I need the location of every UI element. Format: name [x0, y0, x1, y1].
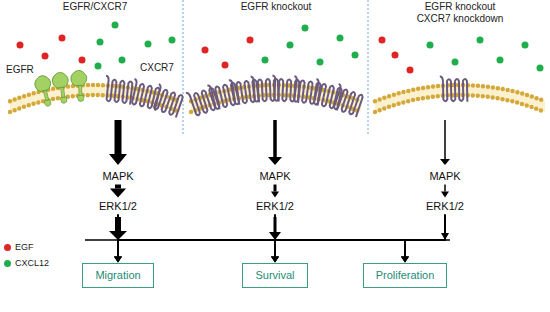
- legend-text: EGF: [15, 242, 34, 252]
- egf-ligand: [17, 35, 414, 74]
- cxcl12-ligand: [287, 42, 294, 49]
- node-text: MAPK: [102, 170, 133, 183]
- node-text: MAPK: [429, 170, 460, 183]
- connector-line: [444, 185, 446, 192]
- cxcl12-ligand: [522, 42, 529, 49]
- cxcl12-ligand: [262, 57, 269, 64]
- connector: [118, 215, 279, 263]
- node-text: ERK1/2: [99, 200, 137, 213]
- egfr-receptor: [51, 71, 71, 104]
- pathway-node: ERK1/2: [95, 198, 141, 215]
- connector: [114, 215, 275, 263]
- cxcr7-receptor: [103, 76, 133, 105]
- legend-item: EGF: [4, 241, 34, 253]
- pathway-node: ERK1/2: [422, 198, 468, 215]
- connector-line: [275, 215, 445, 257]
- cxcr7-receptor: [440, 76, 468, 103]
- panel-title: EGFR/CXCR7: [63, 1, 127, 13]
- egf-ligand: [79, 57, 86, 64]
- cxcl12-ligand: [97, 39, 104, 46]
- pathway-node: MAPK: [425, 168, 464, 185]
- cxcl12-ligand: [537, 65, 544, 72]
- connector-line: [274, 185, 277, 192]
- cxcl12-ligand: [302, 25, 309, 32]
- cxcl12-ligand: [112, 22, 119, 29]
- pathway-node: MAPK: [255, 168, 294, 185]
- egf-ligand: [42, 53, 49, 60]
- connector-line: [405, 215, 445, 257]
- panel-divider: [368, 0, 369, 135]
- cxcr7-receptor: [150, 84, 184, 117]
- cxcl12-ligand: [427, 42, 434, 49]
- egf-ligand: [59, 35, 66, 42]
- pathway-node: ERK1/2: [252, 198, 298, 215]
- node-text: Migration: [95, 269, 140, 282]
- cxcl12-ligand: [119, 57, 126, 64]
- signal-arrow: [109, 217, 449, 240]
- cxcl12-ligand: [452, 59, 459, 66]
- legend-swatch: [4, 244, 11, 251]
- connector-line: [118, 215, 275, 257]
- connector: [271, 185, 279, 198]
- connector: [441, 185, 449, 198]
- node-text: ERK1/2: [426, 200, 464, 213]
- connector-line: [115, 185, 121, 189]
- node-text: Proliferation: [376, 269, 435, 282]
- connector: [118, 215, 409, 263]
- egf-ligand: [17, 42, 24, 49]
- legend-item: CXCL12: [4, 257, 49, 269]
- connector: [275, 215, 409, 263]
- connector: [271, 215, 445, 263]
- arrowhead: [110, 189, 126, 198]
- cxcl12-ligand: [169, 37, 176, 44]
- cxcl12-ligand: [317, 59, 324, 66]
- cxcl12-ligand: [95, 63, 102, 70]
- cxcr7-receptor: [330, 84, 364, 117]
- node-text: ERK1/2: [256, 200, 294, 213]
- receptor-label: CXCR7: [140, 62, 174, 74]
- connector: [401, 215, 445, 263]
- signal-arrow: [109, 120, 450, 165]
- egfr-receptor: [70, 70, 88, 102]
- cxcl12-ligand: [497, 57, 504, 64]
- panel-divider: [183, 0, 184, 135]
- signal-arrow-head: [440, 159, 450, 165]
- cxcl12-ligand: [145, 41, 152, 48]
- signal-arrow-shaft: [444, 120, 446, 159]
- legend-text: CXCL12: [15, 258, 49, 268]
- egf-ligand: [202, 47, 209, 54]
- connector-line: [118, 215, 405, 257]
- outcome-box: Proliferation: [363, 263, 448, 288]
- signal-arrow-shaft: [273, 120, 277, 157]
- egf-ligand: [379, 37, 386, 44]
- egf-ligand: [247, 37, 254, 44]
- connector-line: [118, 215, 445, 257]
- signal-arrow-shaft: [115, 120, 122, 154]
- signal-arrow-head: [268, 157, 282, 165]
- arrowhead: [441, 192, 449, 198]
- panel-title: EGFR knockout CXCR7 knockdown: [410, 1, 510, 25]
- connector: [114, 215, 445, 263]
- pathway-node: MAPK: [98, 168, 137, 185]
- signal-arrow-head: [109, 154, 127, 165]
- receptor-label: EGFR: [6, 64, 34, 76]
- node-text: Survival: [255, 269, 294, 282]
- legend-swatch: [4, 260, 11, 267]
- cxcr7-receptor: [128, 79, 160, 111]
- node-text: MAPK: [259, 170, 290, 183]
- connector-line: [118, 215, 275, 257]
- egf-ligand: [392, 52, 399, 59]
- outcome-box: Survival: [242, 263, 307, 288]
- panel-title: EGFR knockout: [241, 1, 312, 13]
- cxcl12-ligand: [352, 52, 359, 59]
- arrowhead: [271, 192, 279, 198]
- cxcl12-ligand: [477, 37, 484, 44]
- connector-line: [275, 215, 405, 257]
- egf-ligand: [222, 62, 229, 69]
- egf-ligand: [407, 67, 414, 74]
- connector: [110, 185, 126, 198]
- cxcl12-ligand: [337, 35, 344, 42]
- outcome-box: Migration: [82, 263, 153, 288]
